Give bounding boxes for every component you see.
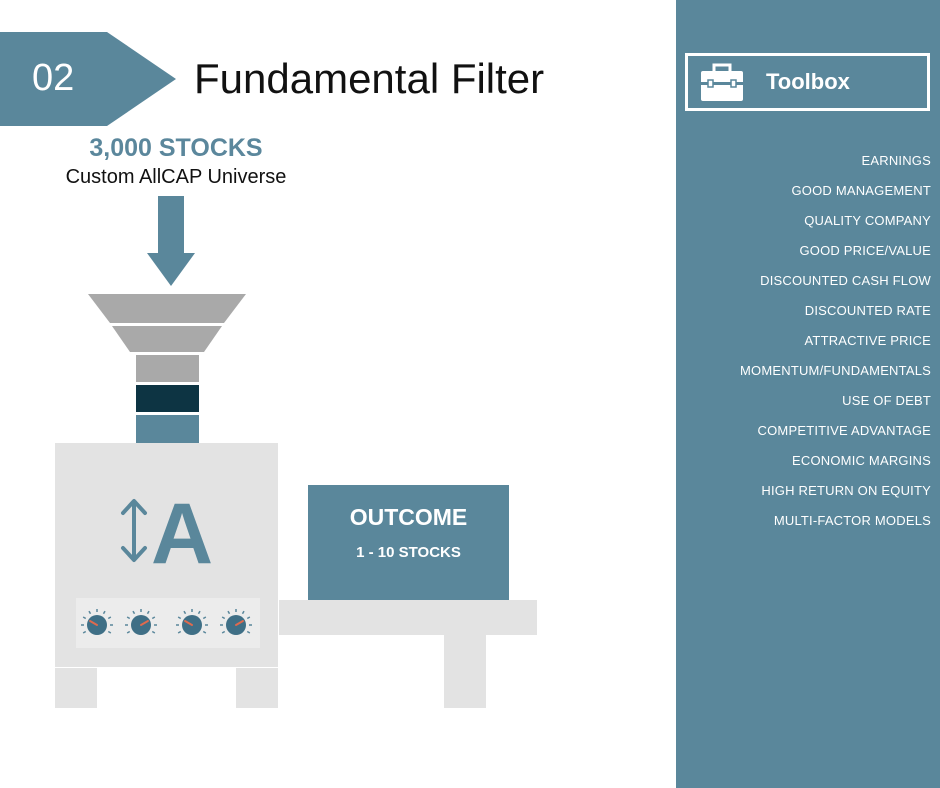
machine: A: [55, 443, 278, 708]
funnel: [88, 294, 246, 444]
conveyor-top: [279, 600, 537, 635]
toolbox-item: QUALITY COMPANY: [804, 213, 931, 228]
toolbox-item: ECONOMIC MARGINS: [792, 453, 931, 468]
toolbox-item: DISCOUNTED CASH FLOW: [760, 273, 931, 288]
dial-knob: [81, 609, 113, 635]
toolbox-item: HIGH RETURN ON EQUITY: [761, 483, 931, 498]
toolbox-item: COMPETITIVE ADVANTAGE: [757, 423, 931, 438]
toolbox-header: Toolbox: [685, 53, 930, 111]
outcome-box: OUTCOME 1 - 10 STOCKS: [308, 485, 509, 600]
toolbox-item: DISCOUNTED RATE: [804, 303, 931, 318]
funnel-top-stage: [88, 294, 246, 323]
up-down-arrow-icon: [121, 499, 147, 562]
conveyor-table: [279, 600, 537, 708]
outcome-title: OUTCOME: [349, 504, 468, 530]
conveyor-leg: [444, 635, 486, 708]
stocks-count-label: 3,000 STOCKS: [89, 134, 263, 162]
toolbox-item: ATTRACTIVE PRICE: [804, 333, 931, 348]
toolbox-item: USE OF DEBT: [842, 393, 931, 408]
funnel-neck-lower: [136, 415, 199, 444]
step-number: 02: [32, 57, 75, 99]
grade-letter: A: [151, 486, 213, 582]
toolbox-item: MOMENTUM/FUNDAMENTALS: [739, 363, 931, 378]
dials: [81, 609, 252, 635]
machine-leg-left: [55, 668, 97, 708]
down-arrow-icon: [147, 196, 195, 286]
toolbox-item: MULTI-FACTOR MODELS: [773, 513, 931, 528]
toolbox-item: GOOD MANAGEMENT: [791, 183, 931, 198]
dial-knob: [125, 609, 157, 635]
toolbox-sidebar: Toolbox EARNINGS GOOD MANAGEMENT QUALITY…: [676, 0, 940, 788]
toolbox-item: EARNINGS: [861, 153, 931, 168]
filter-machine-illustration: A: [55, 196, 537, 708]
machine-leg-right: [236, 668, 278, 708]
toolbox-title: Toolbox: [766, 69, 850, 94]
funnel-middle-stage: [112, 326, 222, 352]
toolbox-icon: [701, 63, 743, 101]
toolbox-list: EARNINGS GOOD MANAGEMENT QUALITY COMPANY…: [740, 152, 931, 542]
toolbox-item: GOOD PRICE/VALUE: [799, 243, 931, 258]
dial-knob: [220, 609, 252, 635]
funnel-neck-band: [136, 385, 199, 412]
page-title: Fundamental Filter: [194, 55, 545, 102]
funnel-neck-upper: [136, 355, 199, 382]
step-banner: [0, 32, 176, 126]
outcome-subtitle: 1 - 10 STOCKS: [356, 544, 461, 561]
universe-label: Custom AllCAP Universe: [65, 166, 287, 188]
dial-knob: [176, 609, 208, 635]
